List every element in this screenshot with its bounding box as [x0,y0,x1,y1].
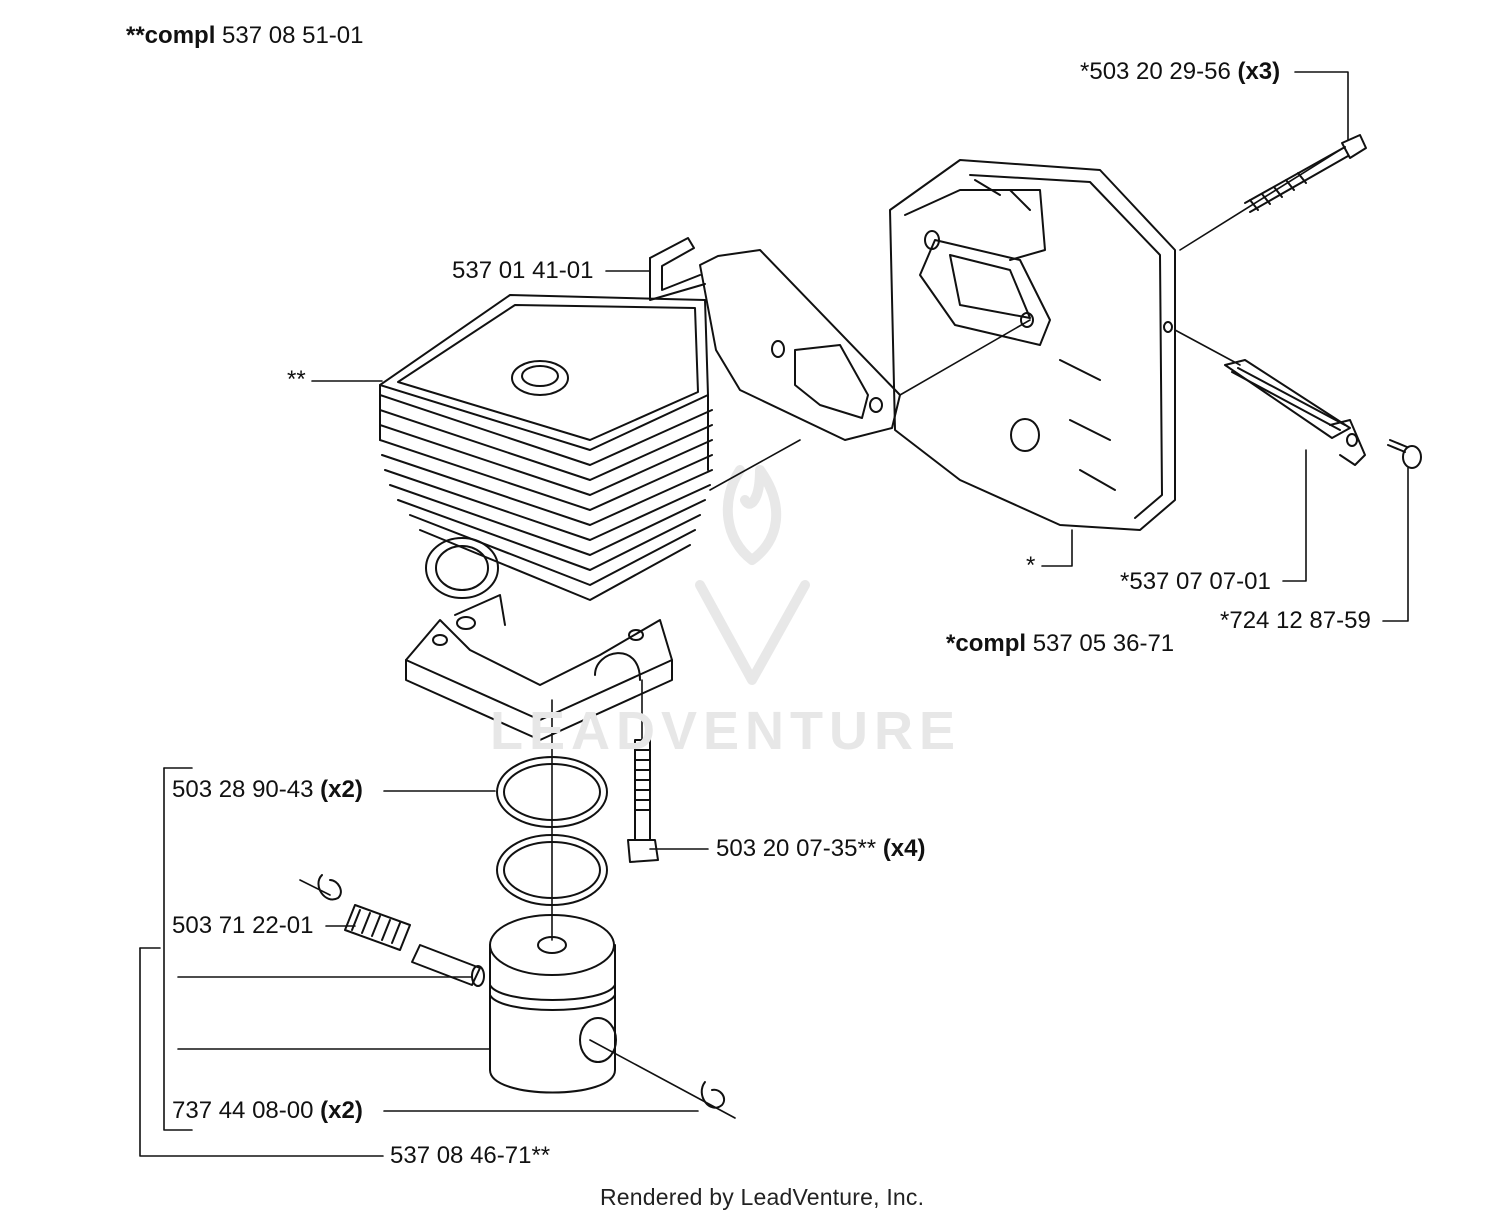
piston-part [489,914,617,1094]
label-screen-screw: *724 12 87-59 [1220,607,1371,634]
cylinder-part [379,294,713,741]
bracket-plate-part [649,237,901,441]
label-needle-bearing: 503 71 22-01 [172,912,314,939]
muffler-bolt-part [1244,134,1367,213]
circlips-part [317,874,726,1109]
label-cylinder-screw: 503 20 07-35** (x4) [716,835,926,862]
label-piston-ring: 503 28 90-43 (x2) [172,776,363,803]
label-bracket-plate: 537 01 41-01 [452,257,594,284]
watermark-text: LEADVENTURE [490,701,962,761]
label-piston-kit: 537 08 46-71** [390,1142,551,1169]
label-muffler-bolt: *503 20 29-56 (x3) [1080,58,1281,85]
label-spark-screen: *537 07 07-01 [1120,568,1271,595]
leader-lines [139,71,1409,1157]
label-cylinder: ** [287,366,306,393]
screen-screw-part [1387,439,1422,469]
label-muffler: * [1026,552,1036,579]
label-circlip: 737 44 08-00 (x2) [172,1097,363,1124]
cylinder-screw-part [627,739,659,863]
footer-credit: Rendered by LeadVenture, Inc. [600,1184,925,1210]
muffler-part [889,159,1176,531]
piston-pin-part [411,944,485,987]
assembly-label-cylinder: **compl 537 08 51-01 [126,22,364,49]
needle-bearing-part [344,904,411,951]
assembly-label-muffler: *compl 537 05 36-71 [946,630,1175,657]
watermark-logo [695,465,810,685]
piston-rings-part [496,756,608,906]
spark-screen-part [1224,359,1366,466]
